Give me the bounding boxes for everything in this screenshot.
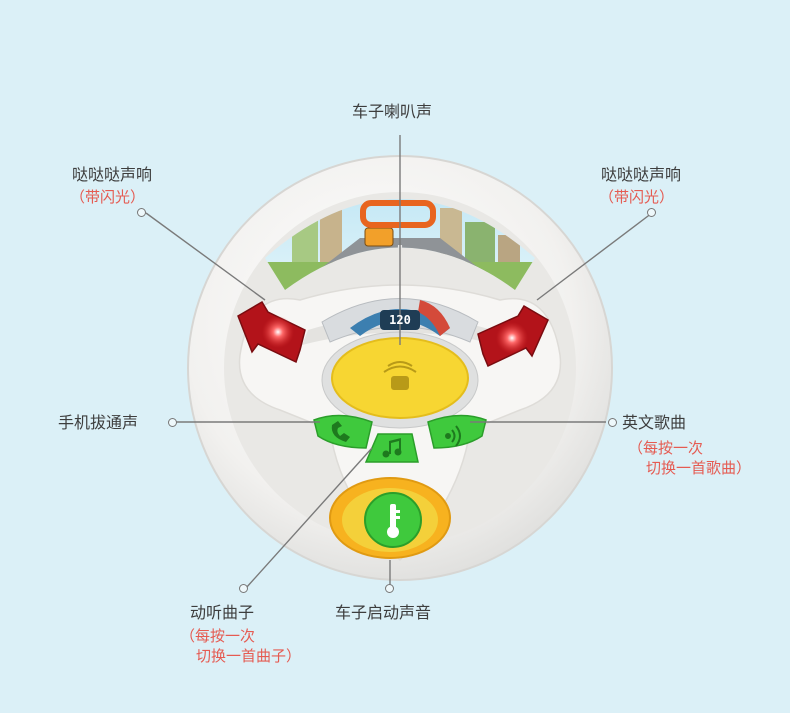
callout-dot-english bbox=[608, 418, 617, 427]
label-left-signal: 哒哒哒声响 bbox=[72, 165, 153, 184]
callout-dot-right-signal bbox=[647, 208, 656, 217]
label-right-signal: 哒哒哒声响 bbox=[601, 165, 682, 184]
note-right-signal: （带闪光） bbox=[599, 188, 675, 206]
left-arrow-light-icon bbox=[237, 300, 306, 364]
note-english-songs-line1: （每按一次 bbox=[628, 439, 704, 457]
english-songs-button[interactable] bbox=[427, 414, 487, 449]
callout-dot-phone bbox=[168, 418, 177, 427]
top-badge bbox=[360, 200, 436, 228]
phone-icon bbox=[331, 421, 350, 442]
callout-lines bbox=[145, 135, 653, 589]
ignition-key-icon bbox=[387, 504, 400, 538]
label-music-tunes: 动听曲子 bbox=[190, 603, 255, 622]
callout-dot-left-signal bbox=[137, 208, 146, 217]
callout-dot-music bbox=[239, 584, 248, 593]
phone-button[interactable] bbox=[313, 414, 373, 449]
music-tunes-button[interactable] bbox=[364, 433, 419, 463]
note-left-signal: （带闪光） bbox=[70, 188, 146, 206]
sound-waves-icon bbox=[445, 425, 461, 447]
right-arrow-light-icon bbox=[477, 304, 549, 368]
label-car-start: 车子启动声音 bbox=[335, 603, 432, 622]
note-music-tunes-line2: 切换一首曲子） bbox=[196, 647, 302, 665]
label-phone-dial: 手机拔通声 bbox=[58, 413, 139, 432]
label-english-songs: 英文歌曲 bbox=[622, 413, 687, 432]
callout-dot-start bbox=[385, 584, 394, 593]
note-english-songs-line2: 切换一首歌曲） bbox=[646, 459, 752, 477]
speed-readout: 120 bbox=[389, 313, 411, 327]
label-horn: 车子喇叭声 bbox=[352, 102, 433, 121]
horn-icon bbox=[383, 361, 417, 390]
note-music-tunes-line1: （每按一次 bbox=[180, 627, 256, 645]
ignition-button[interactable] bbox=[329, 477, 451, 559]
music-note-icon bbox=[382, 438, 402, 458]
